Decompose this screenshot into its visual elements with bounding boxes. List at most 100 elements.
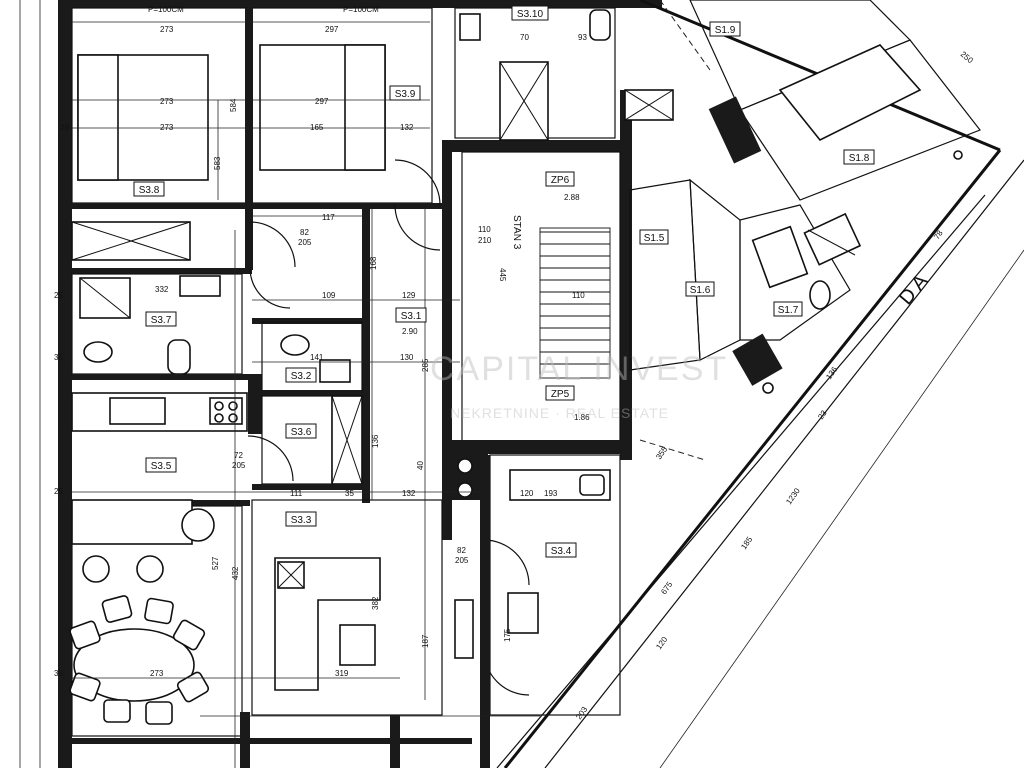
dim-text: 35 <box>54 669 63 678</box>
dim-text: 120 <box>520 489 534 498</box>
dim-text: 205 <box>298 238 312 247</box>
room-s1-7-outline <box>739 204 851 341</box>
room-label-s3-7: S3.7 <box>145 311 177 327</box>
dim-text: 93 <box>578 33 587 42</box>
sink <box>319 359 351 383</box>
dim-text: 273 <box>160 25 174 34</box>
coffee-table <box>339 624 376 666</box>
room-label-s3-3: S3.3 <box>285 511 317 527</box>
room-label-s3-10: S3.10 <box>511 5 549 21</box>
svg-text:S3.2: S3.2 <box>291 371 312 382</box>
room-label-s1-7: S1.7 <box>773 301 803 317</box>
pillow <box>77 54 119 181</box>
chair <box>172 619 206 651</box>
room-s1-5-outline <box>629 179 701 371</box>
dim-text: 584 <box>229 98 238 112</box>
dim-text: 250 <box>959 50 975 66</box>
dim-text: 1230 <box>784 486 802 506</box>
dim-text: 205 <box>455 556 469 565</box>
stool <box>82 555 110 583</box>
exterior-wall-top <box>72 0 662 8</box>
door-width-note: P=100CM <box>343 5 379 14</box>
watermark-tagline: NEKRETNINE · REAL ESTATE <box>450 405 669 421</box>
dim-text: 117 <box>322 213 335 222</box>
dim-text: 205 <box>232 461 246 470</box>
dim-text: 187 <box>421 634 430 648</box>
dim-text: 273 <box>160 123 174 132</box>
chair <box>101 595 133 623</box>
room-label-s3-2: S3.2 <box>285 367 317 383</box>
dim-text: 25 <box>54 291 63 300</box>
bidet <box>167 339 191 375</box>
dim-text: 82 <box>457 546 466 555</box>
dim-text: 445 <box>498 268 507 282</box>
room-s1-6-outline <box>689 178 741 361</box>
dim-text: 141 <box>310 353 324 362</box>
pillow <box>344 44 386 171</box>
dim-text: 193 <box>544 489 558 498</box>
dim-text: 130 <box>400 353 414 362</box>
svg-text:S1.8: S1.8 <box>849 153 870 164</box>
dim-text: 675 <box>659 580 674 597</box>
room-height-s3-1: 2.90 <box>402 327 418 336</box>
toilet <box>809 280 831 310</box>
dim-text: 132 <box>402 489 416 498</box>
dim-text: 109 <box>322 291 336 300</box>
dim-text: 120 <box>654 635 669 652</box>
interior-wall <box>72 203 442 209</box>
dim-text: 210 <box>478 236 492 245</box>
exterior-wall-diagonal <box>503 149 1002 768</box>
dim-text: 185 <box>739 535 754 552</box>
chair <box>69 672 101 702</box>
room-label-s3-4: S3.4 <box>545 542 577 558</box>
shower <box>751 225 809 289</box>
kitchen-sink <box>109 397 166 425</box>
dim-text: 40 <box>416 461 425 470</box>
closet <box>803 212 862 266</box>
room-label-s3-1: S3.1 <box>395 307 427 323</box>
room-label-zp5: ZP5 <box>545 385 575 401</box>
dim-text: 297 <box>315 97 329 106</box>
chair <box>176 671 210 703</box>
dim-text: 70 <box>520 33 529 42</box>
svg-text:S3.7: S3.7 <box>151 315 172 326</box>
dining-table <box>73 628 195 702</box>
armchair <box>181 508 215 542</box>
svg-text:ZP6: ZP6 <box>551 175 570 186</box>
room-label-s1-6: S1.6 <box>685 281 715 297</box>
door-width-note: P=100CM <box>148 5 184 14</box>
chair <box>145 701 173 725</box>
door-swing <box>483 539 530 586</box>
dim-text: 35 <box>54 353 63 362</box>
dim-text: 319 <box>335 669 349 678</box>
dim-text: 297 <box>325 25 339 34</box>
chair <box>103 699 131 723</box>
room-s3-6-outline <box>261 395 333 485</box>
toilet <box>83 341 113 363</box>
svg-text:S3.1: S3.1 <box>401 311 422 322</box>
room-label-s3-9: S3.9 <box>389 85 421 101</box>
sink <box>179 275 221 297</box>
dim-text: 355 <box>654 445 669 462</box>
svg-text:S3.8: S3.8 <box>139 185 160 196</box>
chair <box>144 597 174 625</box>
watermark-logo-text: CAPITAL INVEST <box>430 350 728 388</box>
dim-text: 175 <box>503 628 512 642</box>
door-swing <box>483 649 530 696</box>
room-height-zp5: 1.86 <box>574 413 590 422</box>
stan-label: STAN 3 <box>511 215 522 250</box>
room-label-zp6: ZP6 <box>545 171 575 187</box>
dim-text: 35 <box>345 489 354 498</box>
room-label-s3-6: S3.6 <box>285 423 317 439</box>
dim-text: 583 <box>213 156 222 170</box>
stair-treads <box>540 231 610 365</box>
exterior-wall-left <box>58 0 72 768</box>
door-swing <box>394 204 441 251</box>
svg-text:S1.9: S1.9 <box>715 25 736 36</box>
dim-text: 132 <box>400 123 414 132</box>
svg-text:S3.6: S3.6 <box>291 427 312 438</box>
dim-text: 165 <box>310 123 324 132</box>
dim-text: 72 <box>234 451 243 460</box>
dim-text: 273 <box>150 669 164 678</box>
